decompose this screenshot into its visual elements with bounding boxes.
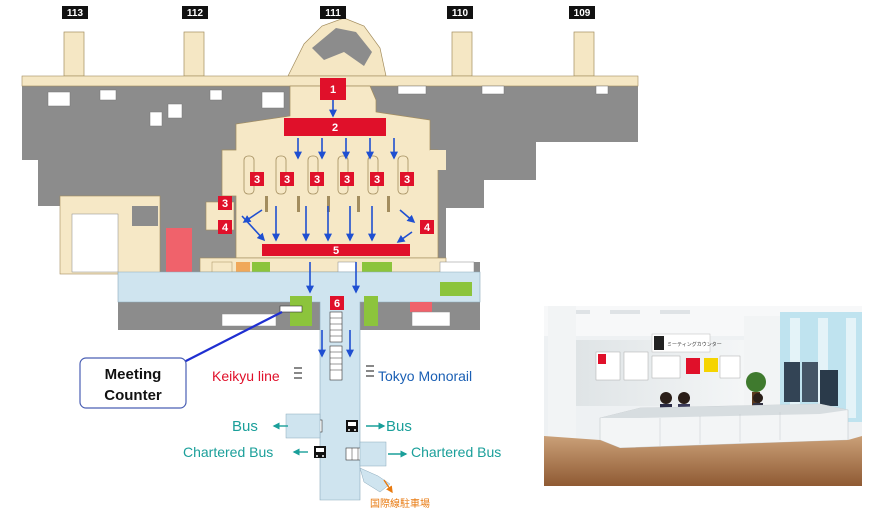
meeting-counter-line2: Counter: [104, 387, 162, 404]
step-2-label: 2: [332, 122, 338, 134]
parking-label: 国際線駐車場: [370, 497, 430, 510]
chartered-bus-label-left: Chartered Bus: [183, 444, 273, 460]
gate-label-111: 111: [325, 8, 341, 19]
left-wing-inner: [71, 213, 119, 273]
gate-badge-109: [569, 6, 595, 19]
step-3-label-c: 3: [314, 174, 320, 186]
gate-badge-113: [62, 6, 88, 19]
grey-block-left: [132, 206, 158, 226]
parking-arrow: [383, 479, 393, 494]
keikyu-icon: [294, 367, 302, 379]
step-3-label-b: 3: [284, 174, 290, 186]
gate-badge-111: [320, 6, 346, 19]
gate-label-109: 109: [574, 8, 591, 19]
gate-label-113: 113: [67, 8, 84, 19]
gate-label-110: 110: [452, 8, 469, 19]
step-3-markers: 3 3 3 3 3 3 3: [218, 172, 414, 210]
step-6: 6: [330, 296, 344, 310]
step-3-label-g: 3: [222, 198, 228, 210]
side-passages: [285, 413, 387, 467]
chartered-bus-label-right: Chartered Bus: [411, 444, 501, 460]
meeting-counter-line1: Meeting: [105, 366, 162, 383]
bus-arrows: [272, 422, 408, 458]
step-1: 1: [320, 78, 346, 100]
callout-leader: [179, 311, 283, 365]
tokyo-monorail-label: Tokyo Monorail: [378, 368, 472, 384]
bus-label-right: Bus: [386, 418, 412, 435]
step-5: 5: [262, 244, 410, 257]
step-4-label-right: 4: [424, 222, 431, 234]
meeting-counter-callout: [79, 357, 187, 409]
monorail-icon: [366, 365, 374, 377]
step-3-label-f: 3: [404, 174, 410, 186]
right-wing-beige: [430, 150, 446, 170]
step-3-label-a: 3: [254, 174, 260, 186]
gate-badge-110: [447, 6, 473, 19]
bus-icon: [346, 420, 358, 432]
gate-pier-details: [312, 28, 372, 66]
meeting-counter-photo: ミーティングカウンター: [544, 306, 862, 486]
step-2: 2: [284, 118, 386, 136]
meeting-counter-desk: [279, 305, 303, 313]
step-1-label: 1: [330, 84, 336, 96]
pink-room: [166, 228, 192, 272]
step-4-markers: 4 4: [218, 220, 434, 234]
step-5-label: 5: [333, 245, 339, 257]
parking-path: [359, 467, 391, 493]
gate-badge-112: [182, 6, 208, 19]
step-3-label-d: 3: [344, 174, 350, 186]
step-6-label: 6: [334, 298, 340, 310]
gate-label-112: 112: [187, 8, 204, 19]
flow-arrows: [241, 100, 416, 358]
step-3-label-e: 3: [374, 174, 380, 186]
photo-sign-text: ミーティングカウンター: [667, 341, 722, 348]
lane-posts: [265, 196, 390, 212]
step-4-label-left: 4: [222, 222, 229, 234]
chartered-bus-icon: [314, 446, 326, 458]
bus-label-left: Bus: [232, 418, 258, 435]
gate-badges: 113 112 111 110 109: [62, 6, 595, 19]
keikyu-line-label: Keikyu line: [212, 368, 280, 384]
